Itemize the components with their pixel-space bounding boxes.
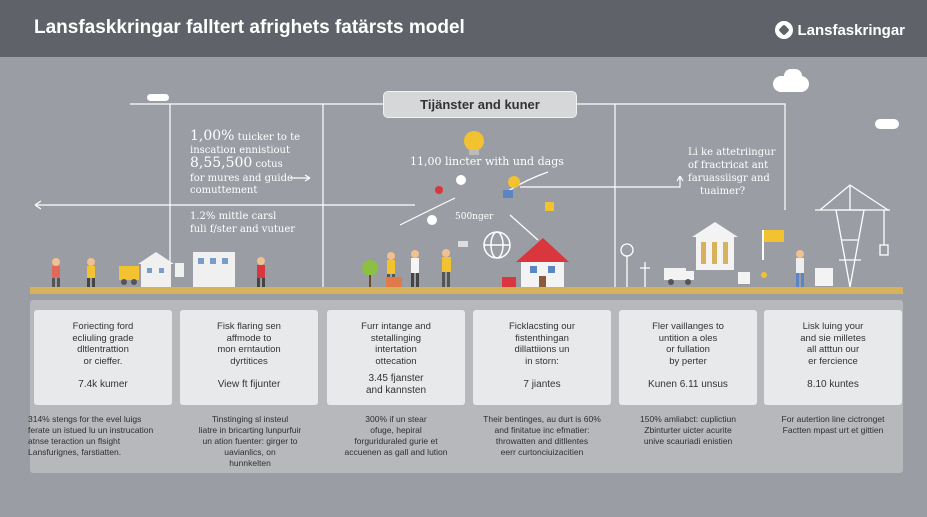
brand-mark-icon (775, 21, 794, 39)
person-icon (257, 257, 265, 287)
card-1-text: Foriecting ford ecliuling grade dltlentr… (72, 321, 134, 367)
stat-left-6: 1.2% mittle carsl (190, 211, 277, 222)
house-icon (516, 238, 569, 288)
note-2: Tinstinging sl insteul liatre in bricart… (198, 414, 302, 468)
stat-right-4: tuaimer? (700, 186, 746, 197)
card-2: Fisk flaring sen affmode to mon erntauti… (180, 310, 318, 405)
note-1: 314% stengs for the evel luigs ferate un… (28, 414, 154, 457)
card-2-value: View ft fijunter (217, 379, 281, 390)
cloud-icon (784, 69, 802, 83)
bottom-panel (30, 300, 903, 473)
card-6-text: Lisk luing your and sie milletes all att… (800, 321, 866, 367)
stat-center-2: 500nger (455, 212, 494, 222)
stat-left-3: 8,55,500 cotus (190, 155, 283, 171)
lightbulb-icon (464, 131, 484, 155)
card-4-text: Ficklacsting our fistenthingan dillattii… (509, 321, 575, 367)
brand-name: Lansfaskringar (797, 21, 905, 39)
tree-icon (362, 260, 378, 287)
person-icon (87, 258, 95, 287)
stat-right-3: faruassiisgr and (688, 173, 770, 184)
stat-center-1: 11,00 lincter with und dags (410, 155, 564, 168)
crane-icon (815, 184, 890, 288)
card-6: Lisk luing your and sie milletes all att… (764, 310, 902, 405)
stat-left-4: for mures and guide (190, 173, 293, 184)
card-1-value: 7.4k kumer (78, 379, 128, 390)
stat-left-1-value: 1,00% (190, 128, 235, 144)
stat-left-1-text: tuicker to te (237, 132, 301, 143)
stat-left-3-value: 8,55,500 (190, 155, 253, 171)
stat-left-2: inscation ennistiout (190, 145, 291, 156)
card-4: Ficklacsting our fistenthingan dillattii… (473, 310, 611, 405)
stat-right-1: Li ke attetriingur (688, 147, 776, 158)
card-6-value: 8.10 kuntes (807, 379, 859, 390)
person-icon (796, 250, 804, 287)
header-bar (0, 0, 927, 57)
ground-strip (30, 287, 903, 294)
note-4: Their bentinges, au durt is 60% and fini… (483, 414, 601, 457)
card-3-value: 3.45 fjanster and kannsten (365, 373, 427, 396)
person-icon (442, 249, 451, 287)
card-2-text: Fisk flaring sen affmode to mon erntauti… (217, 321, 281, 367)
globe-icon (483, 231, 511, 259)
note-5: 150% amliabct: cuplictiun Zbinturter uic… (640, 414, 736, 446)
hub-label: Tijänster and kuner (383, 91, 577, 118)
note-6: For autertion line cictronget Factten mp… (781, 414, 885, 435)
flag-icon (762, 230, 784, 260)
card-5-value: Kunen 6.11 unsus (648, 379, 728, 390)
card-5-text: Fler vaillanges to untition a oles or fu… (652, 321, 724, 367)
cloud-icon (875, 119, 899, 129)
note-3: 300% if un stear ofuge, hepiral forgurid… (344, 414, 448, 457)
stat-left-5: comuttement (190, 185, 258, 196)
page-title: Lansfaskkringar falltert afrighets fatär… (34, 17, 465, 38)
card-4-value: 7 jiantes (523, 379, 561, 390)
person-icon (411, 250, 419, 287)
card-1: Foriecting ford ecliuling grade dltlentr… (34, 310, 172, 405)
card-5: Fler vaillanges to untition a oles or fu… (619, 310, 757, 405)
stat-right-2: of fractricat ant (688, 160, 769, 171)
card-3-text: Furr intange and stetallinging intertati… (361, 321, 431, 367)
truck-icon (664, 268, 694, 285)
stat-left-7: fuli f/ster and vutuer (190, 224, 296, 235)
card-3: Furr intange and stetallinging intertati… (327, 310, 465, 405)
stat-left-1: 1,00% tuicker to te (190, 128, 301, 144)
brand-logo: Lansfaskringar (775, 21, 905, 39)
stat-left-3-text: cotus (255, 159, 283, 170)
person-icon (52, 258, 60, 287)
cloud-icon (147, 94, 169, 101)
